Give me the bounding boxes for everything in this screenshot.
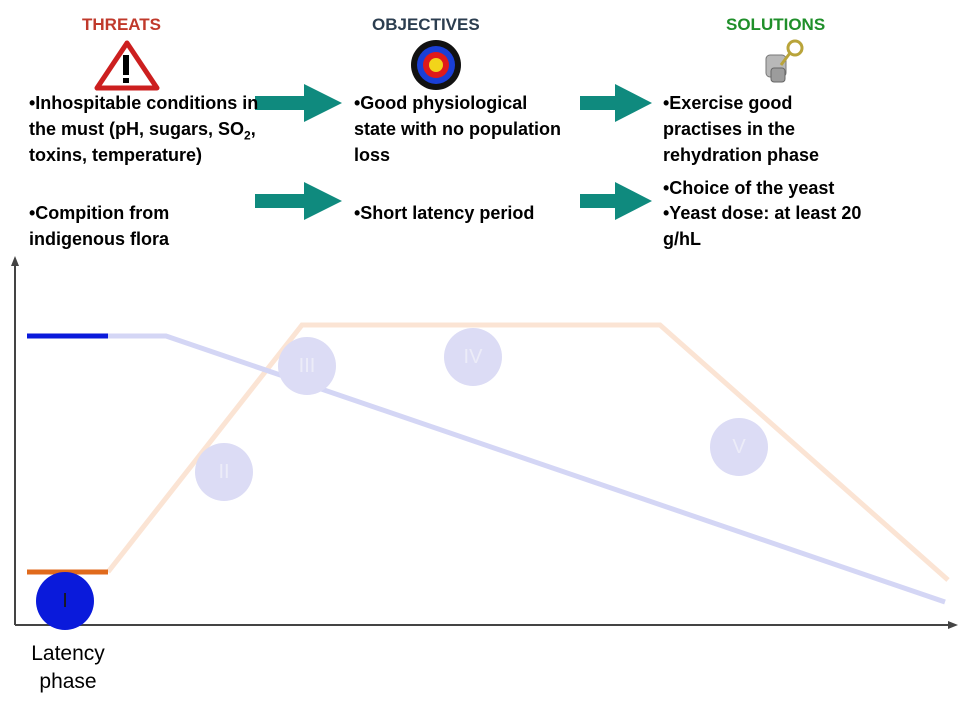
objectives-header: OBJECTIVES	[372, 15, 480, 34]
stage-4-circle: IV	[444, 328, 502, 386]
latency-label-line1: Latency	[31, 642, 105, 665]
threat-item-2: •Compition from indigenous flora	[29, 203, 170, 249]
faded-blue-curve	[108, 333, 946, 605]
solution-item-3: •Yeast dose: at least 20 g/hL	[663, 203, 862, 249]
x-axis	[15, 621, 958, 629]
arrow-threat-to-objective-1-icon	[255, 84, 342, 122]
objective-item-2: •Short latency period	[354, 203, 535, 223]
stage-5-circle: V	[710, 418, 768, 476]
solution-item-1: •Exercise good practises in the rehydrat…	[663, 93, 820, 165]
key-puzzle-icon	[765, 39, 804, 83]
threats-header: THREATS	[82, 15, 162, 34]
warning-triangle-icon	[94, 40, 160, 91]
stage-2-circle: II	[195, 443, 253, 501]
latency-phase-label: Latency phase	[18, 640, 118, 696]
arrow-objective-to-solution-2-icon	[580, 182, 652, 220]
objective-item-1: •Good physiological state with no popula…	[354, 93, 561, 165]
stage-1-circle: I	[36, 572, 94, 630]
latency-label-line2: phase	[39, 670, 97, 693]
threat-item-1: •Inhospitable conditions in the must (pH…	[29, 93, 259, 165]
stage-3-circle: III	[278, 337, 336, 395]
y-axis	[11, 256, 19, 625]
arrow-objective-to-solution-1-icon	[580, 84, 652, 122]
solutions-header: SOLUTIONS	[726, 15, 826, 34]
arrow-threat-to-objective-2-icon	[255, 182, 342, 220]
solution-item-2: •Choice of the yeast	[663, 178, 835, 198]
target-icon	[411, 40, 461, 90]
